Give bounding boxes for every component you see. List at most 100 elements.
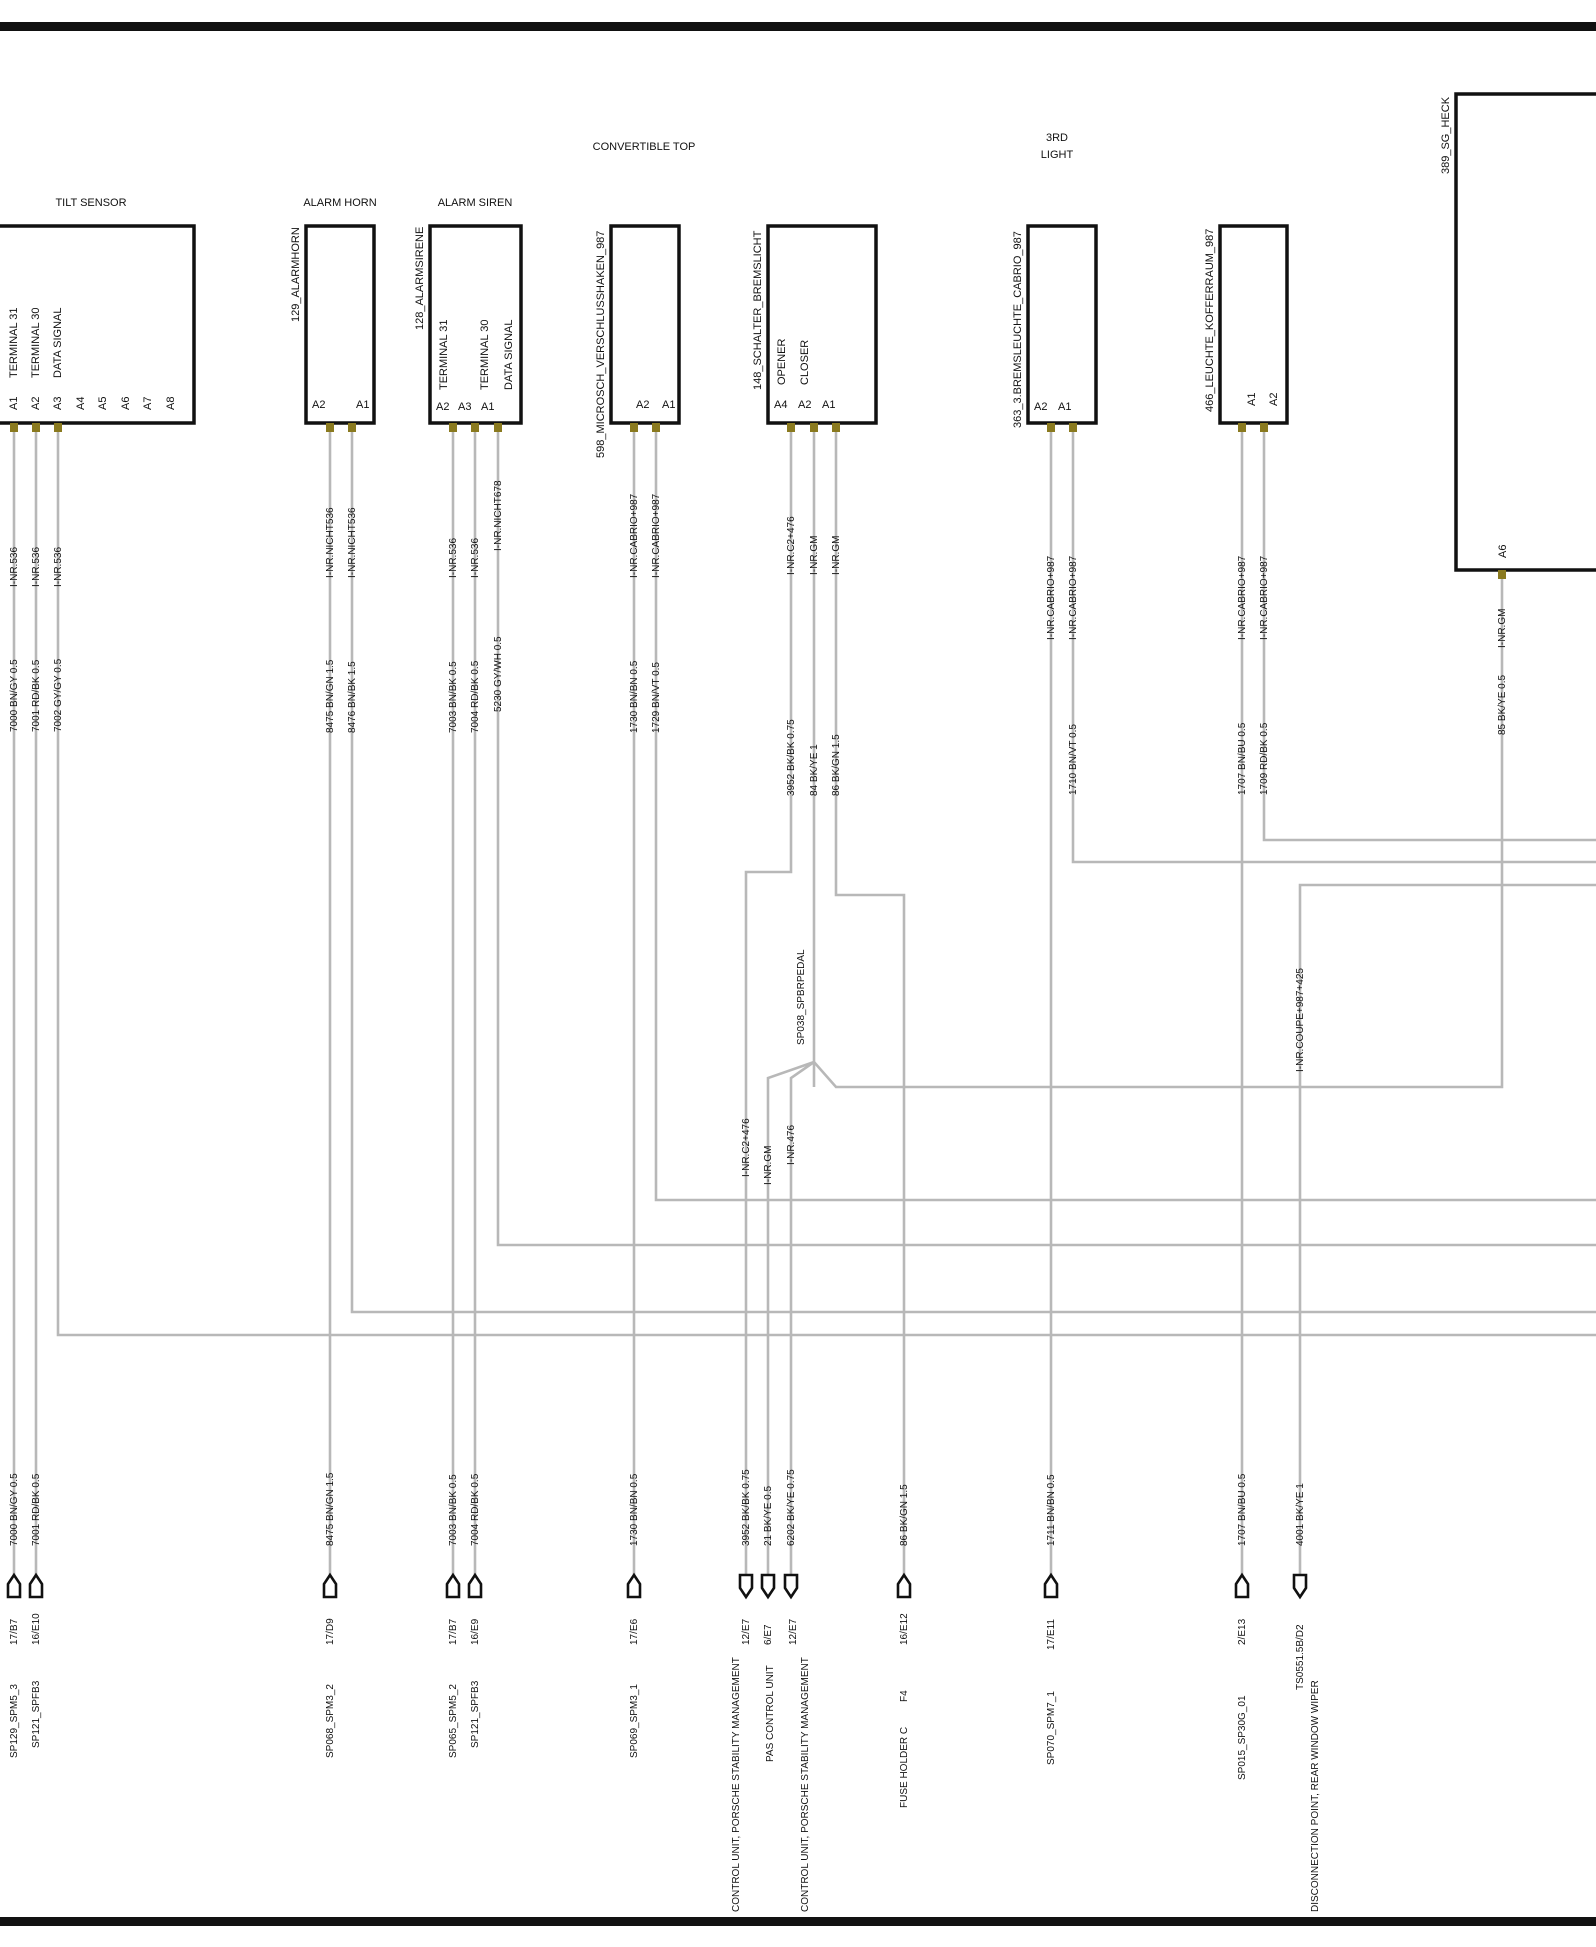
bottom-frame-bar: [0, 1917, 1596, 1926]
bottom-wire-label: 7000 BN/GY 0.5: [9, 1473, 20, 1546]
tilt-sensor-signal-3: DATA SIGNAL: [52, 307, 64, 378]
connector-out-icon[interactable]: [896, 1572, 912, 1599]
bottom-wire-label: 8475 BN/GN 1.5: [325, 1472, 336, 1546]
title-tilt-sensor: TILT SENSOR: [55, 197, 126, 209]
third-brake-light-pin-a2: A2: [1034, 401, 1047, 413]
alarm-siren-signal-2: TERMINAL 30: [479, 319, 491, 390]
wire-code: 1709 RD/BK 0.5: [1259, 722, 1270, 795]
destination-name: SP070_SPM7_1: [1046, 1691, 1057, 1765]
wire-code: 7004 RD/BK 0.5: [470, 660, 481, 733]
connector-out-icon[interactable]: [467, 1572, 483, 1599]
connector-in-icon[interactable]: [760, 1573, 776, 1600]
destination-ref: 17/B7: [448, 1618, 459, 1645]
destination-name: SP069_SPM3_1: [629, 1684, 640, 1758]
pin-marker: [1498, 570, 1506, 579]
destination-name: DISCONNECTION POINT, REAR WINDOW WIPER: [1310, 1680, 1321, 1912]
rear-control-unit-pin-a6: A6: [1497, 545, 1509, 558]
wire-code: I-NR.GM: [763, 1146, 774, 1185]
tilt-sensor-pin-a8: A8: [165, 397, 177, 410]
alarm-horn-pin-a1: A1: [356, 399, 369, 411]
destination-name: FUSE HOLDER C: [899, 1727, 910, 1808]
rear-control-unit-component[interactable]: 389_SG_HECK A6: [1440, 92, 1596, 579]
tilt-sensor-pin-a4: A4: [75, 397, 87, 410]
brake-switch-signal-opener: OPENER: [776, 338, 788, 385]
rear-control-unit-name: 389_SG_HECK: [1440, 96, 1452, 174]
tilt-sensor-component[interactable]: TERMINAL 31 TERMINAL 30 DATA SIGNAL A1 A…: [0, 224, 196, 432]
alarm-siren-pin-a1: A1: [481, 401, 494, 413]
title-alarm-horn: ALARM HORN: [303, 197, 376, 209]
splice-label: SP038_SPBRPEDAL: [796, 949, 807, 1045]
wire-code: I-NR.CABRIO+987: [1259, 555, 1270, 640]
bottom-wire-label: 1730 BN/BN 0.5: [629, 1473, 640, 1546]
pin-marker: [348, 423, 356, 432]
wire-code: I-NR.GM: [1497, 609, 1508, 648]
pin-marker: [652, 423, 660, 432]
wire-code: I-NR.536: [470, 538, 481, 578]
wire-code: I-NR.COUPE+987+425: [1295, 968, 1306, 1072]
pin-marker: [471, 423, 479, 432]
tilt-sensor-pin-a6: A6: [120, 397, 132, 410]
connector-out-icon[interactable]: [445, 1572, 461, 1599]
alarm-siren-component[interactable]: 128_ALARMSIRENE TERMINAL 31 TERMINAL 30 …: [414, 224, 523, 432]
wire-code: 1729 BN/VT 0.5: [651, 662, 662, 733]
destination-name: PAS CONTROL UNIT: [765, 1665, 776, 1762]
connector-out-icon[interactable]: [626, 1572, 642, 1599]
connector-out-icon[interactable]: [6, 1572, 22, 1599]
destination-ref: 17/E11: [1046, 1619, 1057, 1650]
connector-in-icon[interactable]: [783, 1573, 799, 1600]
wire-code: 8475 BN/GN 1.5: [325, 659, 336, 733]
microsch-pin-a2: A2: [636, 399, 649, 411]
brake-switch-component[interactable]: 148_SCHALTER_BREMSLICHT OPENER CLOSER A4…: [752, 224, 878, 432]
pin-marker: [1069, 423, 1077, 432]
wire-code: I-NR.NICHT678: [493, 480, 504, 551]
third-brake-light-component[interactable]: 363_3.BREMSLEUCHTE_CABRIO_987 A2 A1: [1012, 224, 1098, 432]
wire-code: 3952 BK/BK 0.75: [786, 719, 797, 796]
connector-out-icon[interactable]: [1043, 1572, 1059, 1599]
wire-code: I-NR.476: [786, 1125, 797, 1165]
bottom-wire-label: 4001 BK/YE 1: [1295, 1483, 1306, 1546]
wire-code: I-NR.NICHT536: [325, 507, 336, 578]
alarm-siren-signal-1: TERMINAL 31: [438, 319, 450, 390]
tilt-sensor-pin-a3: A3: [52, 397, 64, 410]
trunk-light-name: 466_LEUCHTE_KOFFERRAUM_987: [1204, 229, 1216, 412]
wire-code: 5230 GY/WH 0.5: [493, 636, 504, 712]
connector-out-icon[interactable]: [28, 1572, 44, 1599]
trunk-light-component[interactable]: 466_LEUCHTE_KOFFERRAUM_987 A1 A2: [1204, 224, 1289, 432]
wire-code: 85 BK/YE 0.5: [1497, 675, 1508, 735]
wire-code: 86 BK/GN 1.5: [831, 734, 842, 796]
microsch-component[interactable]: 598_MICROSCH_VERSCHLUSSHAKEN_987 A2 A1: [595, 224, 681, 458]
connector-in-icon[interactable]: [738, 1573, 754, 1600]
alarm-horn-name: 129_ALARMHORN: [290, 227, 302, 322]
wire-code: I-NR.536: [448, 538, 459, 578]
pin-marker: [54, 423, 62, 432]
destination-ref: TS0551.5B/D2: [1295, 1624, 1306, 1690]
third-brake-light-name: 363_3.BREMSLEUCHTE_CABRIO_987: [1012, 231, 1024, 428]
microsch-name: 598_MICROSCH_VERSCHLUSSHAKEN_987: [595, 231, 607, 458]
pin-marker: [449, 423, 457, 432]
destination-name: SP065_SPM5_2: [448, 1684, 459, 1758]
bottom-wire-label: 3952 BK/BK 0.75: [741, 1469, 752, 1546]
pin-marker: [832, 423, 840, 432]
brake-switch-signal-closer: CLOSER: [799, 340, 811, 385]
wire-code: 1730 BN/BN 0.5: [629, 660, 640, 733]
bottom-wire-label: 6202 BK/YE 0.75: [786, 1469, 797, 1546]
wires: [12, 428, 1596, 1575]
destination-ref: 17/B7: [9, 1618, 20, 1645]
pin-marker: [1238, 423, 1246, 432]
connector-out-icon[interactable]: [1234, 1572, 1250, 1599]
alarm-horn-component[interactable]: 129_ALARMHORN A2 A1: [290, 224, 376, 432]
wire-code: I-NR.GM: [809, 536, 820, 575]
wire-code: I-NR.C2+476: [741, 1118, 752, 1177]
destination-ref: 17/E6: [629, 1618, 640, 1645]
bottom-wire-label: 7003 BN/BK 0.5: [448, 1474, 459, 1546]
trunk-light-pin-a2: A2: [1268, 393, 1280, 406]
wire-code: I-NR.536: [9, 547, 20, 587]
destination-name: CONTROL UNIT, PORSCHE STABILITY MANAGEME…: [800, 1657, 811, 1912]
pin-marker: [810, 423, 818, 432]
connector-out-icon[interactable]: [322, 1572, 338, 1599]
destination-ref: 16/E10: [31, 1613, 42, 1645]
connector-in-icon[interactable]: [1292, 1573, 1308, 1600]
pin-marker: [630, 423, 638, 432]
wire-code: I-NR.CABRIO+987: [1046, 555, 1057, 640]
